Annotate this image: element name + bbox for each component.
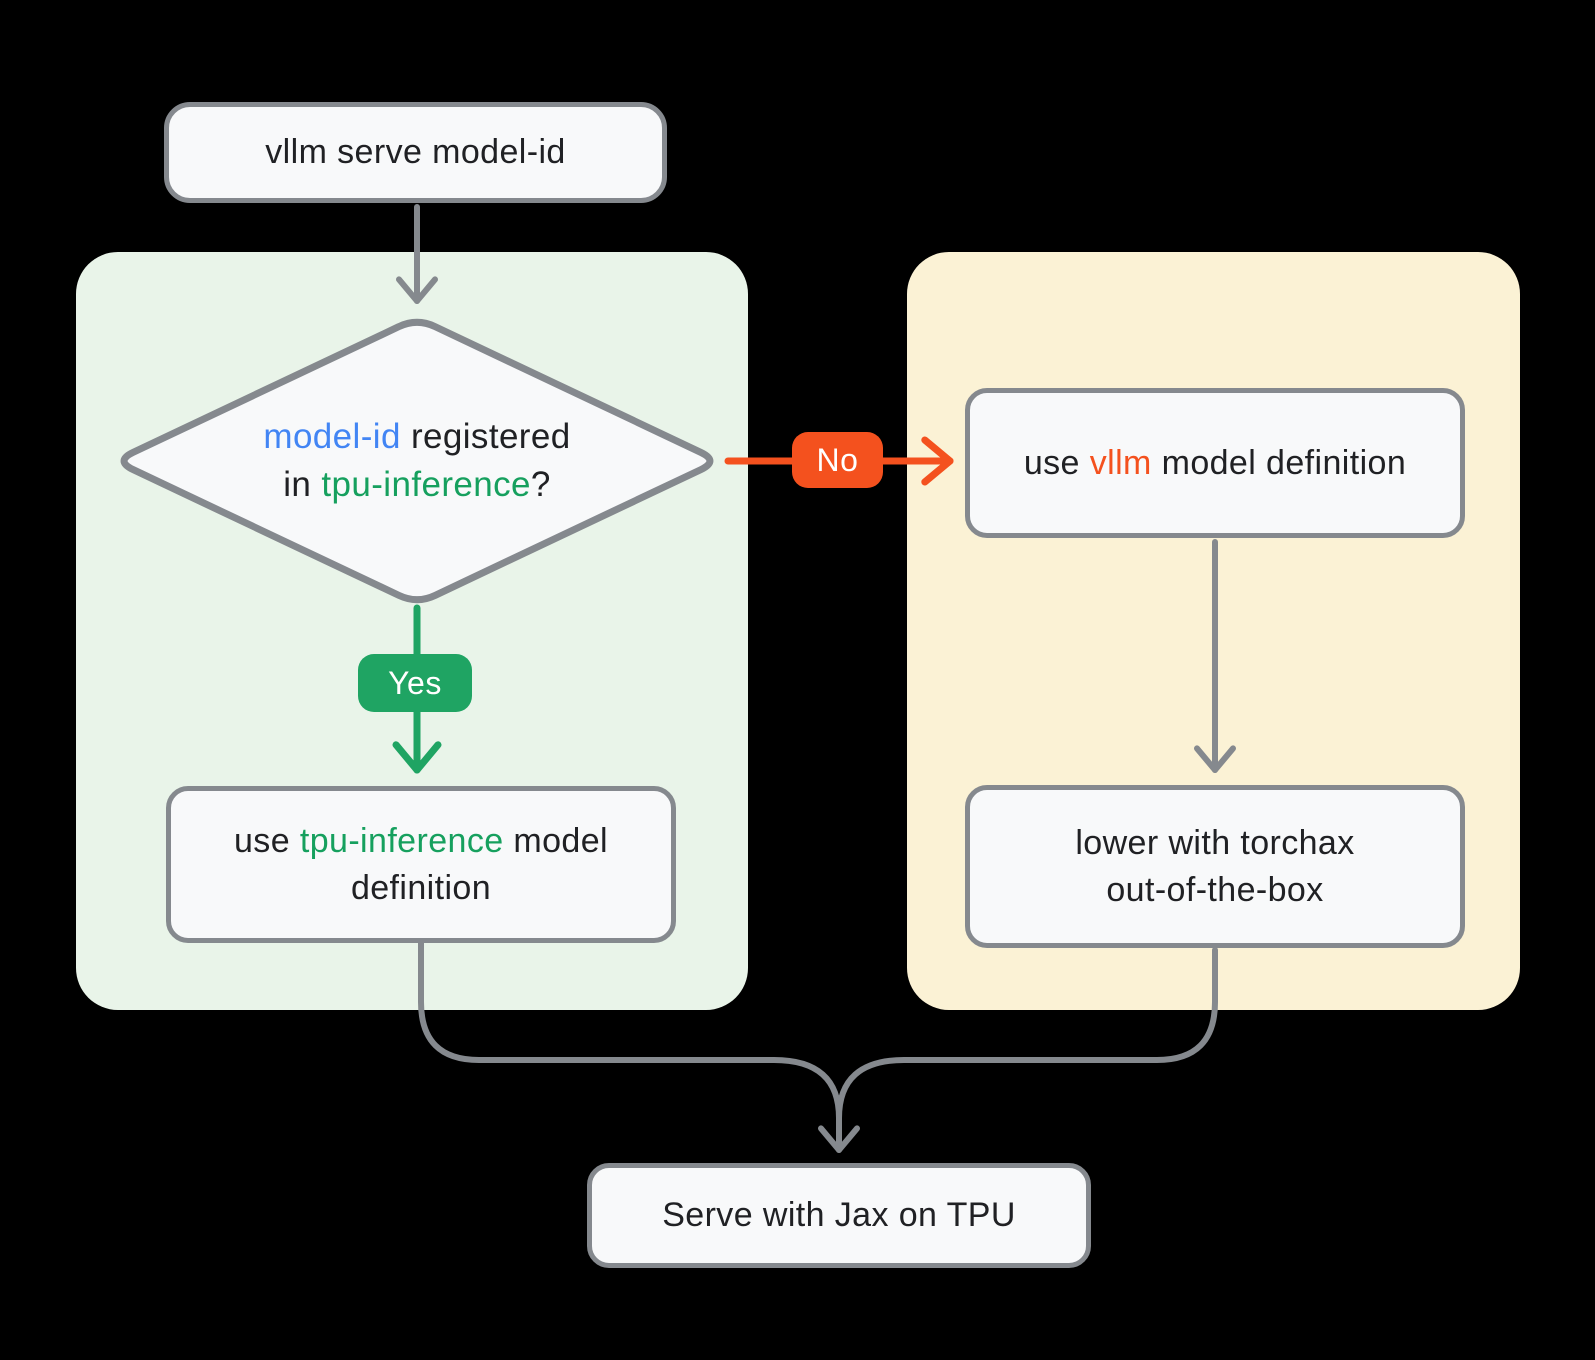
no-badge-label: No: [816, 441, 859, 478]
decision-registered: registered: [400, 417, 571, 456]
decision-question-mark: ?: [530, 465, 551, 504]
yes-badge-label: Yes: [388, 664, 442, 701]
yes-result-suffix: model: [503, 821, 608, 860]
node-start: vllm serve model-id: [164, 102, 667, 203]
start-label: vllm serve model-id: [265, 133, 566, 171]
node-use-tpu-inference: use tpu-inference model definition: [166, 786, 676, 943]
decision-diamond: [120, 318, 714, 604]
no-badge: No: [792, 432, 883, 488]
no-result-suffix: model definition: [1151, 443, 1407, 482]
decision-tpu-inference: tpu-inference: [321, 465, 531, 504]
decision-model-id: model-id: [263, 417, 401, 456]
node-decision-label: model-id registered in tpu-inference?: [137, 396, 697, 526]
no-result-prefix: use: [1023, 443, 1090, 482]
torchax-line1: lower with torchax: [1075, 823, 1355, 862]
end-label: Serve with Jax on TPU: [662, 1196, 1016, 1234]
yes-result-highlight: tpu-inference: [299, 821, 504, 860]
node-use-vllm: use vllm model definition: [965, 388, 1465, 538]
no-result-highlight: vllm: [1089, 443, 1152, 482]
decision-in: in: [283, 465, 322, 504]
yes-badge: Yes: [358, 654, 472, 712]
node-serve-jax-tpu: Serve with Jax on TPU: [587, 1163, 1091, 1268]
torchax-line2: out-of-the-box: [1106, 870, 1324, 909]
yes-result-prefix: use: [234, 821, 300, 860]
yes-result-line2: definition: [350, 868, 492, 907]
node-lower-torchax: lower with torchax out-of-the-box: [965, 785, 1465, 948]
edge-no-merge: [836, 947, 1218, 1121]
edge-yes-merge: [418, 940, 842, 1121]
